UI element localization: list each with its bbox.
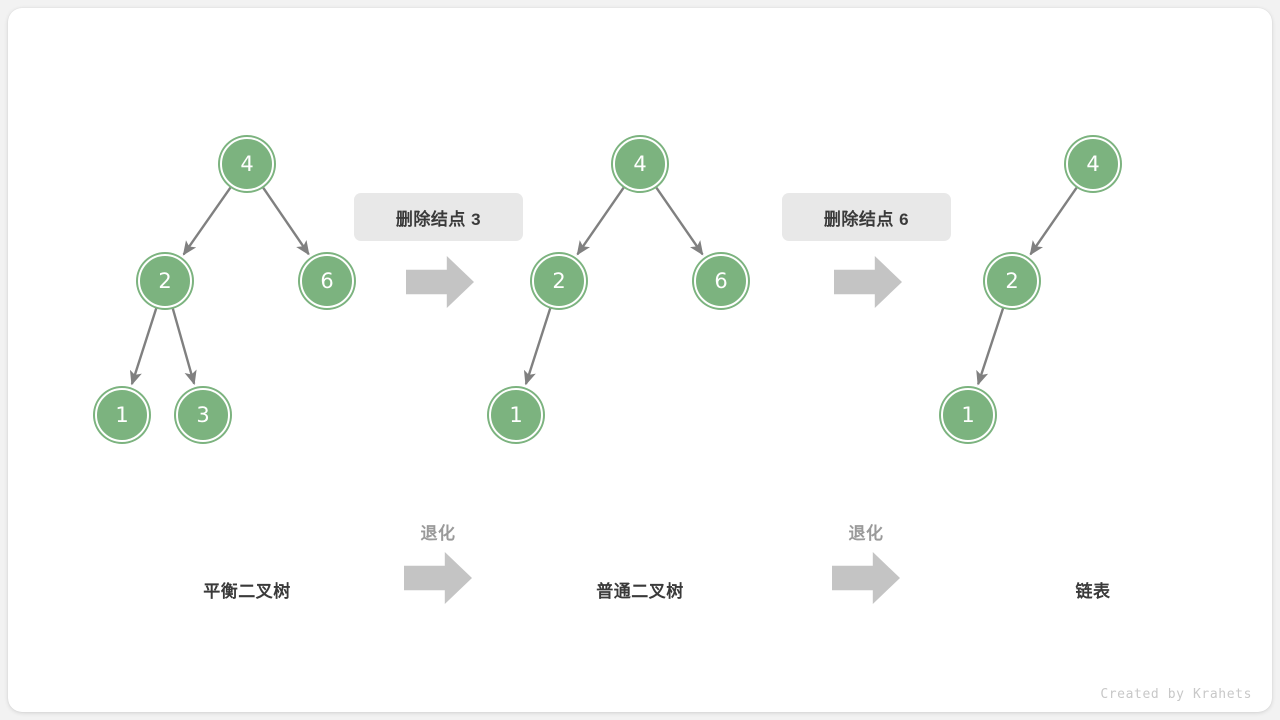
tree-node: 2 xyxy=(138,254,192,308)
tree-edge xyxy=(655,186,704,256)
tree-edge xyxy=(262,186,310,256)
tree-node-value: 2 xyxy=(1005,268,1019,293)
block-arrow-shape xyxy=(834,256,902,308)
tree-node-value: 4 xyxy=(633,151,647,176)
block-arrow-shape xyxy=(832,552,900,604)
caption-balanced-binary-tree: 平衡二叉树 xyxy=(203,582,291,601)
tree-edge xyxy=(182,186,232,256)
tree-node: 1 xyxy=(95,388,149,442)
tree-node: 4 xyxy=(220,137,274,191)
figure-card xyxy=(8,8,1272,712)
operation-tag-delete-node-6: 删除结点 6 xyxy=(782,193,951,241)
tree-node: 3 xyxy=(176,388,230,442)
tree-node-value: 1 xyxy=(509,402,523,427)
tree-node-value: 1 xyxy=(961,402,975,427)
tree-node: 6 xyxy=(694,254,748,308)
tree-node: 4 xyxy=(613,137,667,191)
tree-node: 2 xyxy=(532,254,586,308)
block-arrow-shape xyxy=(406,256,474,308)
degrade-label-1: 退化 xyxy=(420,524,456,543)
tree-node: 4 xyxy=(1066,137,1120,191)
transition-arrow-bottom-2 xyxy=(832,552,900,604)
tree-node-value: 1 xyxy=(115,402,129,427)
transition-arrow-top-1 xyxy=(406,256,474,308)
tree-node-value: 6 xyxy=(320,268,334,293)
tree-node: 2 xyxy=(985,254,1039,308)
block-arrow-shape xyxy=(404,552,472,604)
tree-edge xyxy=(129,307,158,386)
transition-arrow-bottom-1 xyxy=(404,552,472,604)
degrade-label-2: 退化 xyxy=(848,524,884,543)
tree-node-value: 4 xyxy=(240,151,254,176)
tree-edge xyxy=(576,186,625,256)
tree-node-value: 2 xyxy=(552,268,566,293)
tree-edge xyxy=(523,307,552,386)
caption-linked-list: 链表 xyxy=(1075,582,1111,601)
tree-node-value: 6 xyxy=(714,268,728,293)
tree-edge xyxy=(171,308,197,386)
tree-node: 6 xyxy=(300,254,354,308)
operation-tag-delete-node-3: 删除结点 3 xyxy=(354,193,523,241)
tree-node-value: 4 xyxy=(1086,151,1100,176)
tree-node-value: 2 xyxy=(158,268,172,293)
tree-edge xyxy=(1029,186,1078,256)
tree-node-value: 3 xyxy=(196,402,210,427)
credit-watermark: Created by Krahets xyxy=(1100,687,1252,702)
tree-node: 1 xyxy=(489,388,543,442)
caption-ordinary-binary-tree: 普通二叉树 xyxy=(596,582,684,601)
transition-arrow-top-2 xyxy=(834,256,902,308)
edges-group xyxy=(129,186,1078,386)
tree-edge xyxy=(976,307,1005,386)
tree-node: 1 xyxy=(941,388,995,442)
